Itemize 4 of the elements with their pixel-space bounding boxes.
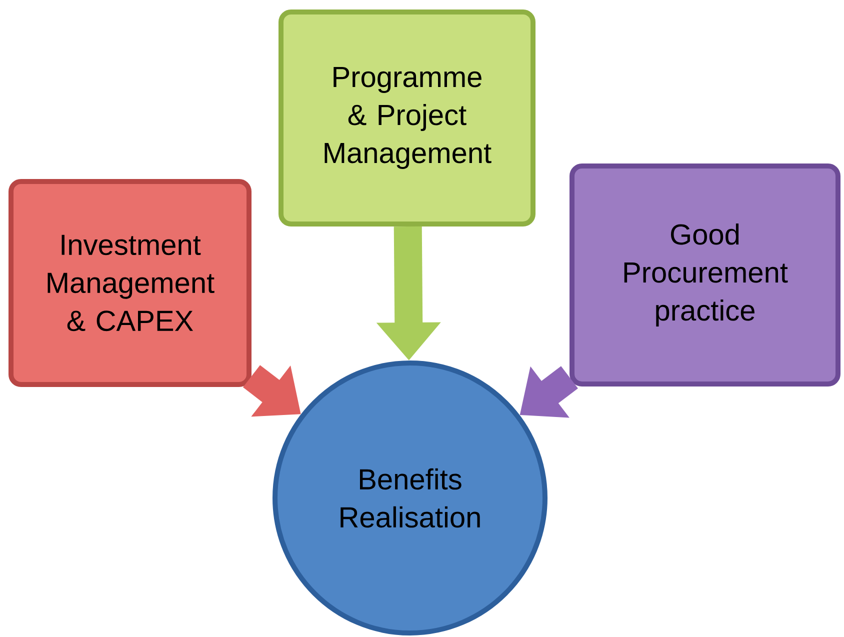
rounded-box: Investment Management & CAPEX: [8, 179, 252, 387]
rounded-box: Programme & Project Management: [278, 10, 536, 226]
circle-node: Benefits Realisation: [272, 360, 548, 636]
rounded-box: Good Procurement practice: [570, 164, 840, 386]
